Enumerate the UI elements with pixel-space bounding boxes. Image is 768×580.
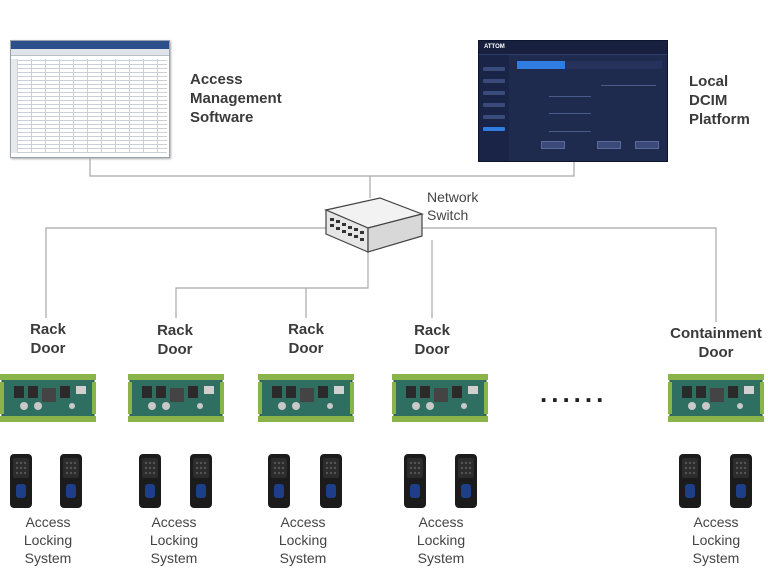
controller-board-4 [392, 373, 488, 423]
fingerprint-reader-icon [455, 454, 477, 508]
network-switch-icon [324, 197, 424, 253]
bus-line-middle [175, 252, 369, 318]
card-reader-icon [404, 454, 426, 508]
dcim-platform-screenshot: ATTOM [478, 40, 668, 162]
card-reader-icon [268, 454, 290, 508]
software-label: Access Management Software [190, 71, 282, 126]
access-management-software-screenshot [10, 40, 170, 158]
fingerprint-reader-icon [190, 454, 212, 508]
card-reader-icon [679, 454, 701, 508]
dcim-brand-logo: ATTOM [484, 44, 505, 50]
top-connection-line [89, 158, 575, 177]
switch-label: Network Switch [427, 189, 479, 223]
controller-board-5 [668, 373, 764, 423]
controller-board-1 [0, 373, 96, 423]
ellipsis-more-doors: ...... [540, 378, 608, 408]
dcim-label: Local DCIM Platform [689, 73, 750, 128]
controller-board-2 [128, 373, 224, 423]
fingerprint-reader-icon [730, 454, 752, 508]
bus-line-left [45, 227, 330, 318]
bus-line-right [420, 227, 717, 322]
fingerprint-reader-icon [60, 454, 82, 508]
controller-board-3 [258, 373, 354, 423]
card-reader-icon [139, 454, 161, 508]
fingerprint-reader-icon [320, 454, 342, 508]
card-reader-icon [10, 454, 32, 508]
